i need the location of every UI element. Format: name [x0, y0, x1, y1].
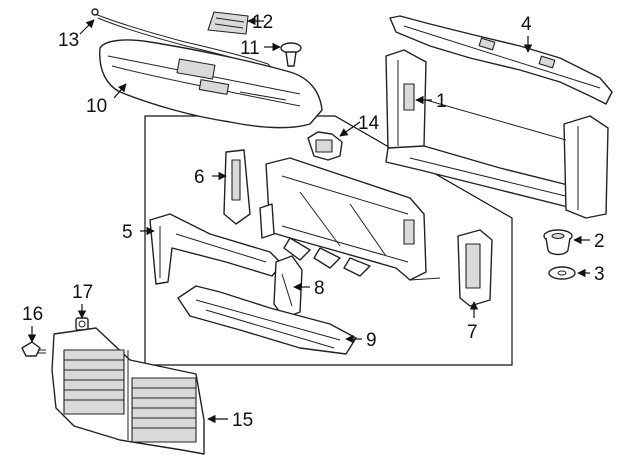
part-11-push-clip — [280, 42, 302, 67]
part-14-sensor — [307, 131, 343, 161]
callout-7: 7 — [467, 322, 478, 343]
callout-12: 12 — [252, 12, 273, 33]
leader-14 — [339, 121, 361, 137]
part-5-lower-bracket — [149, 213, 283, 285]
leader-10 — [113, 83, 127, 99]
callout-2: 2 — [594, 231, 605, 252]
callout-13: 13 — [58, 30, 79, 51]
callout-9: 9 — [366, 330, 377, 351]
part-1-radiator-support — [385, 49, 609, 219]
callout-14: 14 — [358, 113, 380, 134]
part-2-grommet — [543, 229, 573, 256]
part-16-bolt — [21, 341, 46, 357]
callout-1: 1 — [436, 91, 447, 112]
part-4-upper-tie-bar — [389, 15, 613, 105]
part-12-label — [207, 11, 249, 35]
callout-6: 6 — [194, 167, 205, 188]
part-8-air-guide — [273, 255, 303, 319]
callout-16: 16 — [22, 304, 43, 325]
part-3-washer — [548, 266, 576, 280]
leader-13 — [79, 19, 95, 35]
part-6-left-bracket — [223, 149, 251, 225]
callout-11: 11 — [240, 38, 260, 59]
part-9-lower-deflector — [177, 285, 357, 355]
callout-15: 15 — [232, 410, 253, 431]
part-17-nut — [75, 317, 89, 331]
part-7-right-bracket — [457, 229, 493, 307]
callout-4: 4 — [521, 14, 532, 35]
callout-10: 10 — [86, 96, 107, 117]
part-15-shutter-assembly — [51, 327, 205, 455]
part-10-upper-cover — [99, 39, 323, 129]
center-support-frame — [259, 157, 441, 281]
callout-5: 5 — [122, 222, 133, 243]
callout-3: 3 — [594, 264, 605, 285]
callout-17: 17 — [72, 282, 93, 303]
callout-8: 8 — [314, 278, 325, 299]
